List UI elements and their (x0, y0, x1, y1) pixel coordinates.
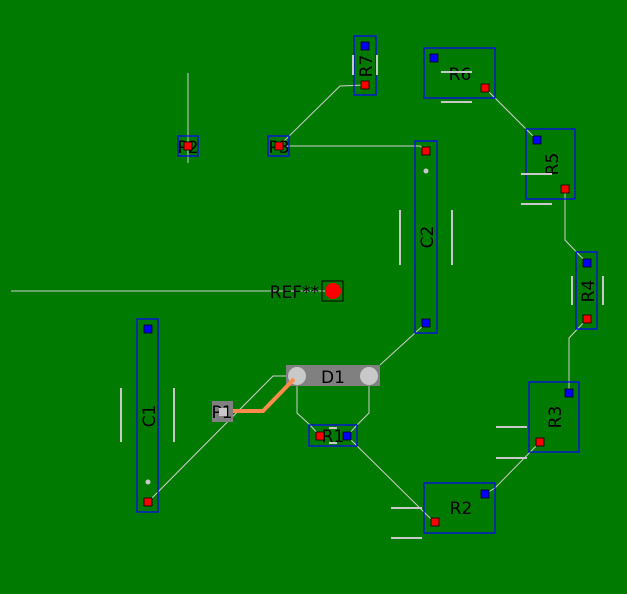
ref-label: C2 (418, 226, 438, 249)
courtyard (525, 128, 576, 200)
ref-label: R3 (546, 406, 566, 429)
component-r5[interactable]: R5 (521, 128, 576, 205)
courtyard (136, 318, 159, 513)
ref-label: C1 (140, 405, 160, 428)
pad[interactable] (582, 258, 592, 268)
ref-label: R7 (357, 55, 377, 78)
ref-label: R6 (449, 65, 472, 85)
pad[interactable] (143, 497, 153, 507)
pad[interactable] (274, 141, 284, 151)
component-r4[interactable]: R4 (571, 251, 604, 330)
courtyard (321, 280, 344, 302)
courtyard (267, 135, 290, 157)
pad[interactable] (315, 431, 325, 441)
pad[interactable] (564, 388, 574, 398)
courtyard (575, 251, 598, 330)
ratsnest-line (278, 84, 366, 147)
component-d1[interactable]: D1 (286, 365, 380, 388)
ratsnest-line (296, 376, 321, 437)
courtyard (423, 47, 496, 99)
pad[interactable] (360, 367, 378, 385)
ratsnest-line (568, 318, 588, 393)
body (286, 365, 380, 386)
courtyard (528, 381, 580, 453)
component-c2[interactable]: C2 (399, 140, 453, 334)
ratsnest-line (346, 376, 370, 437)
pad[interactable] (143, 324, 153, 334)
ref-label: R4 (579, 280, 599, 303)
pad[interactable] (219, 408, 227, 416)
courtyard (177, 135, 199, 157)
ratsnest-line (564, 189, 588, 264)
ref-label: R1 (322, 427, 345, 447)
ref-label: D1 (321, 368, 345, 388)
component-p2[interactable]: P2 (177, 135, 199, 158)
pad[interactable] (532, 135, 542, 145)
component-ref[interactable]: REF** (270, 280, 344, 303)
pad[interactable] (360, 41, 370, 51)
pad[interactable] (430, 517, 440, 527)
component-r2[interactable]: R2 (391, 482, 496, 539)
component-p1[interactable]: P1 (211, 401, 233, 423)
ref-label: R2 (450, 499, 473, 519)
component-r6[interactable]: R6 (423, 47, 496, 103)
courtyard (423, 482, 496, 534)
ref-label: REF** (270, 283, 319, 303)
polarity-mark (145, 479, 151, 485)
pad[interactable] (342, 431, 352, 441)
pad[interactable] (480, 83, 490, 93)
pad[interactable] (560, 184, 570, 194)
pad[interactable] (183, 141, 193, 151)
courtyard (308, 424, 358, 447)
ref-label: R5 (543, 153, 563, 176)
component-r7[interactable]: R7 (352, 35, 378, 96)
component-p3[interactable]: P3 (267, 135, 290, 158)
pad[interactable] (429, 53, 439, 63)
component-r3[interactable]: R3 (496, 381, 580, 459)
pad[interactable] (421, 146, 431, 156)
pad[interactable] (582, 314, 592, 324)
copper-trace[interactable] (222, 377, 296, 413)
pad[interactable] (360, 80, 370, 90)
component-r1[interactable]: R1 (308, 424, 358, 447)
component-c1[interactable]: C1 (120, 318, 175, 513)
polarity-mark (423, 168, 429, 174)
pad[interactable] (325, 283, 341, 299)
courtyard (414, 140, 438, 334)
pad[interactable] (535, 437, 545, 447)
pad[interactable] (480, 489, 490, 499)
ratsnest-line (379, 322, 427, 366)
pad[interactable] (421, 318, 431, 328)
